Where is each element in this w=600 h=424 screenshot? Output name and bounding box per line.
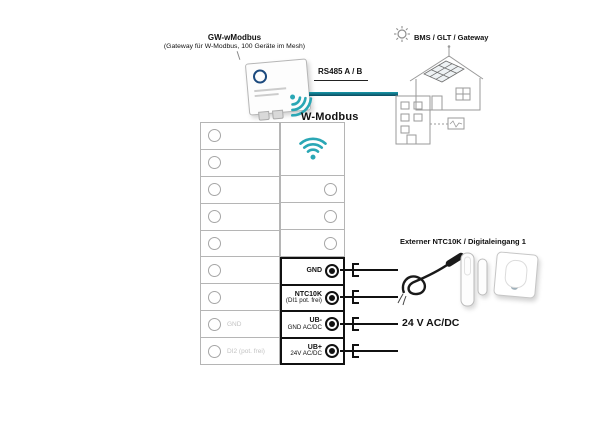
wire-ntc10k xyxy=(340,296,398,298)
terminal-circle xyxy=(208,183,221,197)
terminal-circle xyxy=(208,237,221,250)
terminal-row-gnd: GND xyxy=(201,310,279,337)
terminal-dot xyxy=(325,264,339,279)
gateway-title: GW-wModbus xyxy=(207,33,262,42)
power-label: 24 V AC/DC xyxy=(402,317,460,329)
building-illustration xyxy=(395,45,484,145)
terminal-row-ntc10k: NTC10K (DI1 pot. frei) xyxy=(282,283,343,310)
terminal-label: GND xyxy=(227,320,242,328)
terminal-label: NTC10K xyxy=(294,290,322,298)
terminal-sublabel: 24V AC/DC xyxy=(290,350,322,358)
terminal-circle xyxy=(324,182,337,196)
terminal-labels: UB+ 24V AC/DC xyxy=(290,344,322,359)
terminal-dot xyxy=(325,290,339,305)
terminal-label: UB+ xyxy=(307,343,322,351)
terminal-circle xyxy=(208,317,221,331)
wifi-icon xyxy=(290,94,313,117)
terminal-circle xyxy=(208,210,221,224)
cable-gland xyxy=(258,110,270,121)
external-sensor-label: Externer NTC10K / Digitaleingang 1 xyxy=(400,237,526,246)
rs485-label: RS485 A / B xyxy=(318,67,363,76)
terminal-row xyxy=(280,230,345,257)
terminal-labels: UB- GND AC/DC xyxy=(288,317,322,332)
terminal-row-ub-plus: UB+ 24V AC/DC xyxy=(282,336,343,363)
terminal-sublabel: (DI1 pot. frei) xyxy=(285,297,322,305)
rs485-bus-line xyxy=(309,92,398,96)
sun-icon xyxy=(394,26,410,42)
terminal-labels: NTC10K (DI1 pot. frei) xyxy=(286,291,322,306)
connector-bracket xyxy=(352,317,359,331)
terminal-dot xyxy=(325,317,339,332)
terminal-circle xyxy=(208,156,221,170)
terminal-row-gnd: GND xyxy=(282,259,343,284)
terminal-circle xyxy=(324,209,337,223)
gateway-subtitle: (Gateway für W-Modbus, 100 Geräte im Mes… xyxy=(163,43,306,50)
terminal-circle xyxy=(324,236,337,250)
wire-ub-plus xyxy=(340,350,398,352)
terminal-row-di2: DI2 (pot. frei) xyxy=(201,337,279,364)
connector-bracket xyxy=(352,263,359,277)
terminal-label: UB- xyxy=(309,317,322,324)
terminal-circle xyxy=(208,263,221,277)
terminal-row xyxy=(280,203,345,230)
terminal-label: DI2 (pot. frei) xyxy=(227,347,265,355)
door-contact-icon xyxy=(460,252,488,307)
terminal-row xyxy=(201,256,279,283)
wire-gnd xyxy=(340,269,398,271)
terminal-label: GND xyxy=(306,267,322,275)
cable-gland xyxy=(272,109,284,120)
terminal-circle xyxy=(208,344,221,358)
wmodbus-label: W-Modbus xyxy=(301,111,359,123)
bms-label: BMS / GLT / Gateway xyxy=(414,33,489,42)
terminal-row xyxy=(201,229,279,257)
terminal-row-ub-minus: UB- GND AC/DC xyxy=(282,310,343,337)
terminal-row xyxy=(280,176,345,203)
rs485-leader-line xyxy=(314,80,368,81)
terminal-circle xyxy=(208,129,221,143)
wifi-icon xyxy=(298,137,327,160)
terminal-row xyxy=(201,148,279,176)
wmodbus-cell xyxy=(280,122,345,176)
gateway-label: GW-wModbus (Gateway für W-Modbus, 100 Ge… xyxy=(152,33,317,51)
terminal-column-right: GND NTC10K (DI1 pot. frei) UB- GND AC/DC xyxy=(280,122,345,365)
connector-bracket xyxy=(352,344,359,358)
device-print-line xyxy=(254,87,287,93)
room-sensor-icon xyxy=(493,251,539,299)
terminal-labels: GND xyxy=(306,267,322,275)
ntc-sensor-icon xyxy=(397,252,465,306)
terminal-circle xyxy=(208,290,221,304)
wired-terminal-block: GND NTC10K (DI1 pot. frei) UB- GND AC/DC xyxy=(280,257,345,365)
wire-ub-minus xyxy=(340,323,398,325)
connector-bracket xyxy=(352,290,359,304)
terminal-row xyxy=(201,123,279,149)
terminal-sublabel: GND AC/DC xyxy=(287,323,322,331)
device-print-line xyxy=(254,92,279,98)
terminal-row xyxy=(201,283,279,310)
label-leader-line xyxy=(236,51,241,60)
brand-logo-icon xyxy=(252,68,268,85)
terminal-dot xyxy=(325,343,339,358)
terminal-row xyxy=(201,202,279,230)
terminal-row xyxy=(201,175,279,203)
terminal-column-left: GND DI2 (pot. frei) xyxy=(200,122,280,365)
